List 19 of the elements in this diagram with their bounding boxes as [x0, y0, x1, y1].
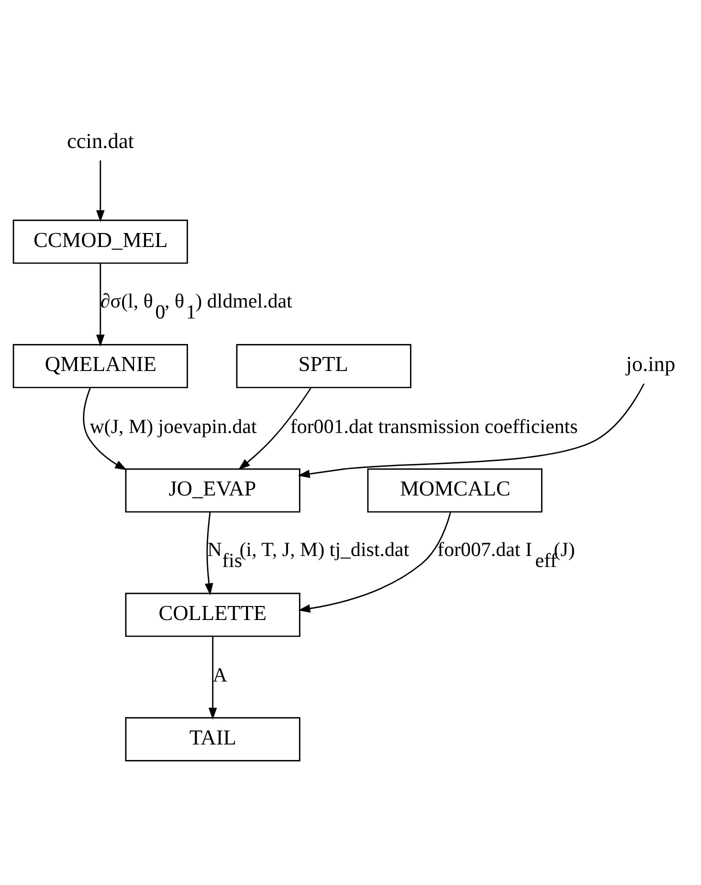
node-box: JO_EVAP	[125, 468, 300, 512]
node-text: ccin.dat	[66, 128, 134, 152]
node-box: SPTL	[236, 344, 412, 388]
node-box: COLLETTE	[125, 592, 300, 636]
node-text: jo.inp	[626, 352, 676, 376]
arrow	[208, 636, 217, 720]
edge-label: w(J, M) joevapin.dat	[90, 415, 257, 438]
arrow	[238, 387, 312, 470]
node-box: QMELANIE	[12, 344, 188, 388]
arrow	[298, 511, 452, 612]
edge-label: for001.dat transmission coefficients	[290, 415, 578, 438]
arrow	[204, 511, 214, 595]
arrow	[96, 160, 105, 222]
node-box: CCMOD_MEL	[12, 219, 188, 264]
node-box: MOMCALC	[367, 468, 542, 512]
arrow	[298, 382, 645, 478]
node-box: TAIL	[125, 716, 300, 761]
arrow	[96, 262, 105, 346]
arrow	[83, 387, 128, 470]
